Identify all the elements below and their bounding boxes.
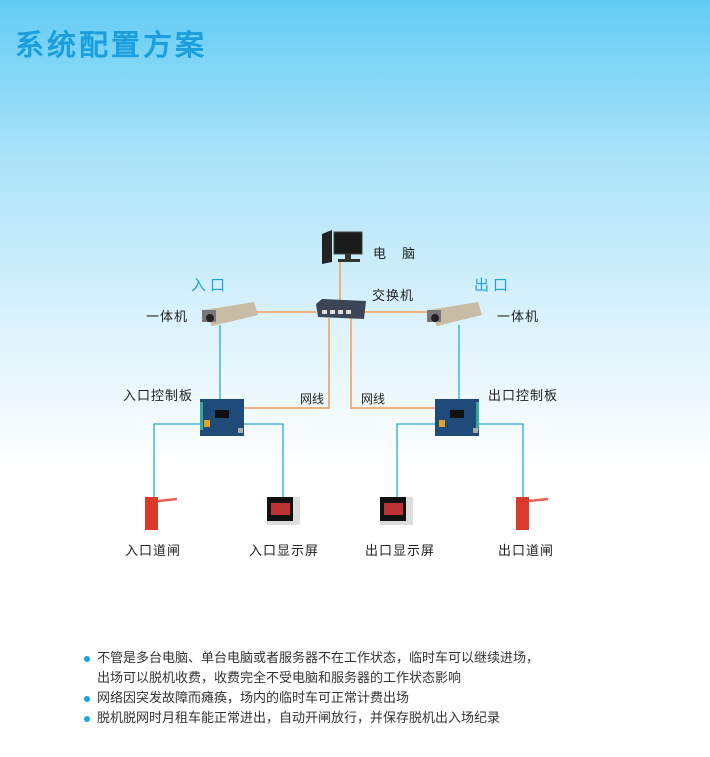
exit-camera-icon (427, 302, 482, 326)
cable-label-left: 网线 (300, 392, 325, 406)
feature-item: 脱机脱网时月租车能正常进出，自动开闸放行，并保存脱机出入场纪录 (84, 709, 539, 729)
computer-icon (322, 230, 363, 264)
signal-wires (153, 325, 524, 498)
exit-board-icon (435, 399, 479, 436)
feature-item: 网络因突发故障而瘫痪，场内的临时车可正常计费出场 (84, 689, 539, 709)
entrance-gate-label: 入口道闸 (125, 544, 182, 559)
cable-left-board (244, 318, 330, 409)
exit-gate-icon (516, 497, 549, 530)
exit-display-label: 出口显示屏 (365, 544, 436, 559)
feature-item: 不管是多台电脑、单台电脑或者服务器不在工作状态，临时车可以继续进场， 出场可以脱… (84, 649, 539, 689)
feature-text: 不管是多台电脑、单台电脑或者服务器不在工作状态，临时车可以继续进场， (97, 651, 540, 666)
switch-label: 交换机 (372, 289, 415, 304)
bullet-icon (84, 716, 90, 722)
exit-camera-label: 一体机 (497, 310, 540, 325)
bullet-icon (84, 696, 90, 702)
entrance-camera-icon (202, 302, 258, 326)
exit-gate-label: 出口道闸 (498, 544, 555, 559)
bullet-icon (84, 656, 90, 662)
feature-text: 脱机脱网时月租车能正常进出，自动开闸放行，并保存脱机出入场纪录 (97, 711, 501, 726)
feature-text: 网络因突发故障而瘫痪，场内的临时车可正常计费出场 (97, 691, 410, 706)
network-cables (244, 262, 435, 409)
computer-label: 电 脑 (373, 247, 422, 262)
cable-right-board (350, 318, 435, 409)
feature-list: 不管是多台电脑、单台电脑或者服务器不在工作状态，临时车可以继续进场， 出场可以脱… (84, 649, 539, 729)
exit-board-label: 出口控制板 (488, 389, 559, 404)
switch-icon (316, 299, 366, 319)
entrance-board-label: 入口控制板 (123, 389, 194, 404)
entrance-display-icon (267, 497, 300, 525)
cable-label-right: 网线 (361, 392, 386, 406)
page-title: 系统配置方案 (15, 28, 208, 62)
entrance-display-label: 入口显示屏 (249, 544, 320, 559)
entrance-label: 入口 (191, 276, 230, 294)
entrance-gate-icon (145, 497, 178, 530)
exit-label: 出口 (474, 276, 513, 294)
feature-text: 出场可以脱机收费，收费完全不受电脑和服务器的工作状态影响 (97, 671, 462, 686)
entrance-camera-label: 一体机 (146, 310, 189, 325)
entrance-board-icon (200, 399, 244, 436)
exit-display-icon (380, 497, 413, 525)
